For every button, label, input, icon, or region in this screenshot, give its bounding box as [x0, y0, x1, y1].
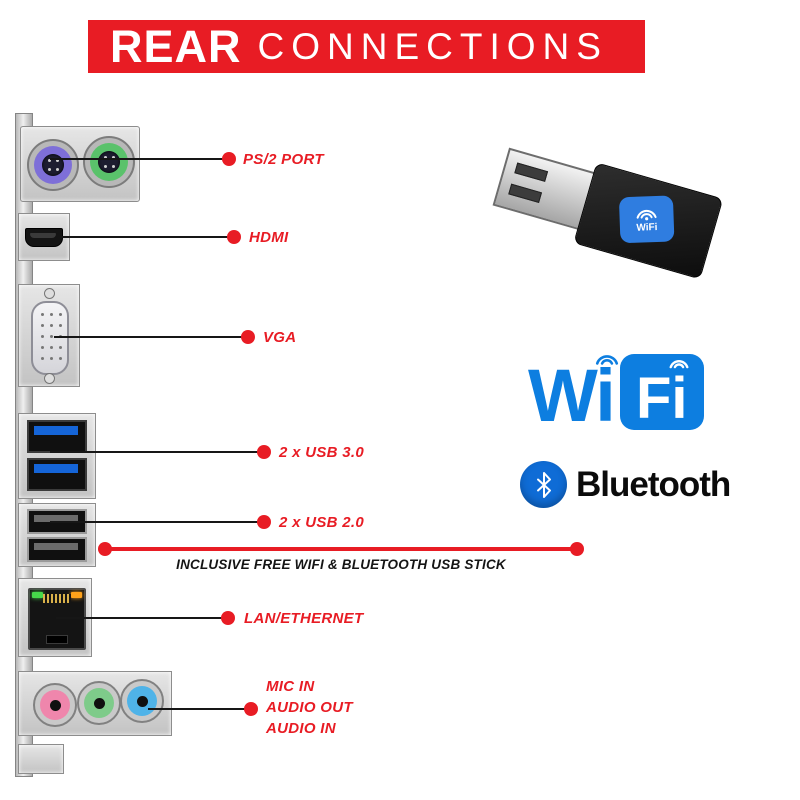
wifi-logo-fi: Fi — [635, 366, 688, 432]
callout-dot-ps2 — [222, 152, 236, 166]
usb3-tongue — [34, 426, 78, 435]
callout-line-hdmi — [60, 236, 231, 238]
usb3-port — [27, 420, 87, 453]
vga-port-module — [18, 284, 80, 387]
audio-jack-out — [77, 681, 121, 725]
vga-screw — [44, 288, 55, 299]
callout-label-lan: LAN/ETHERNET — [244, 610, 364, 627]
note-line — [105, 547, 577, 551]
callout-dot-lan — [221, 611, 235, 625]
callout-dot-audio — [244, 702, 258, 716]
wifi-logo-wi: Wi — [528, 355, 619, 432]
note-text: INCLUSIVE FREE WIFI & BLUETOOTH USB STIC… — [176, 557, 506, 572]
ethernet-jack — [28, 588, 86, 650]
ps2-keyboard-port — [27, 139, 79, 191]
lan-led-green — [32, 592, 43, 598]
callout-line-vga — [54, 336, 245, 338]
ps2-port-module — [20, 126, 140, 202]
audio-port-module — [18, 671, 172, 736]
hdmi-port — [25, 228, 63, 247]
callout-label-mic-in: MIC IN — [266, 678, 315, 695]
note-dot-right — [570, 542, 584, 556]
title-rear: REAR — [110, 21, 242, 72]
callout-label-audio-in: AUDIO IN — [266, 720, 336, 737]
bluetooth-logo: Bluetooth — [520, 461, 731, 508]
wifi-waves-icon — [636, 209, 657, 221]
bluetooth-label: Bluetooth — [576, 464, 731, 504]
ps2-pin-core — [98, 151, 120, 173]
vga-screw — [44, 373, 55, 384]
callout-line-audio — [148, 708, 248, 710]
callout-dot-vga — [241, 330, 255, 344]
bluetooth-rune-icon — [536, 471, 551, 498]
callout-label-hdmi: HDMI — [249, 229, 289, 246]
usb3-port — [27, 458, 87, 491]
callout-line-lan — [56, 617, 225, 619]
ps2-green-ring — [90, 143, 128, 181]
usb-stick-wifi-label: WiFi — [618, 195, 675, 244]
usb-stick-label-text: WiFi — [636, 221, 658, 234]
vga-pins — [41, 313, 44, 316]
audio-jack-mic — [33, 683, 77, 727]
page-title: REAR CONNECTIONS — [88, 20, 645, 73]
usb3-port-module — [18, 413, 96, 499]
title-connections: CONNECTIONS — [257, 26, 608, 67]
wifi-logo: Wi Fi — [528, 338, 704, 432]
callout-label-ps2: PS/2 PORT — [243, 151, 324, 168]
usb-connector-slot — [508, 183, 543, 204]
usb-stick-body: WiFi — [573, 162, 724, 280]
callout-label-vga: VGA — [263, 329, 297, 346]
usb2-port — [27, 537, 87, 562]
callout-dot-usb3 — [257, 445, 271, 459]
wifi-usb-stick: WiFi — [482, 119, 739, 307]
lan-led-orange — [71, 592, 82, 598]
vga-port — [31, 301, 69, 375]
lan-gold-pins — [43, 594, 71, 603]
bluetooth-icon — [520, 461, 567, 508]
callout-line-usb2 — [50, 521, 261, 523]
callout-line-ps2 — [50, 158, 226, 160]
usb2-tongue — [34, 515, 78, 522]
usb2-port-module — [18, 503, 96, 567]
callout-label-audio-out: AUDIO OUT — [266, 699, 353, 716]
io-panel-bottom-piece — [18, 744, 64, 774]
wifi-arcs-icon — [669, 360, 689, 369]
callout-dot-hdmi — [227, 230, 241, 244]
ps2-purple-ring — [34, 146, 72, 184]
callout-label-usb2: 2 x USB 2.0 — [279, 514, 365, 531]
usb2-tongue — [34, 543, 78, 550]
wifi-arcs-icon — [595, 355, 619, 365]
audio-jack-in — [120, 679, 164, 723]
callout-label-usb3: 2 x USB 3.0 — [279, 444, 365, 461]
usb3-tongue — [34, 464, 78, 473]
callout-line-usb3 — [50, 451, 261, 453]
usb-connector-slot — [514, 162, 549, 182]
wifi-logo-fi-box: Fi — [619, 354, 704, 432]
ps2-mouse-port — [83, 136, 135, 188]
callout-dot-usb2 — [257, 515, 271, 529]
